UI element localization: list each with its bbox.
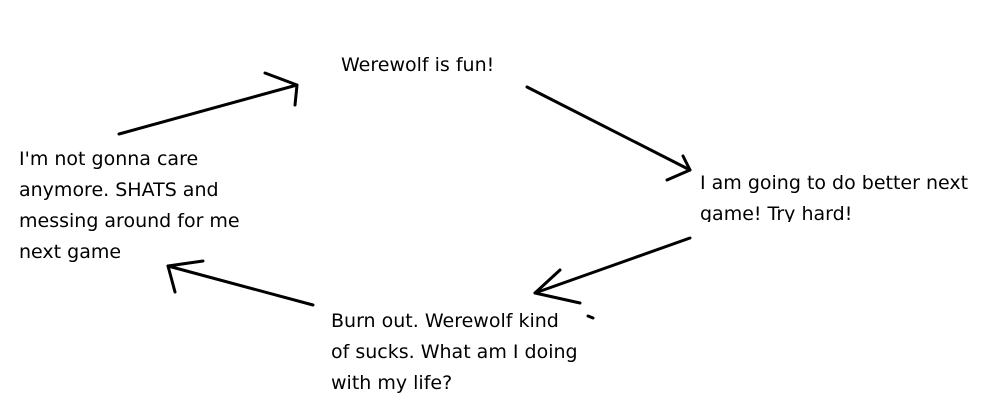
arrowhead-right	[665, 154, 692, 182]
node-text-line: Burn out. Werewolf kind	[331, 310, 559, 332]
node-do-better: I am going to do better next game! Try h…	[700, 168, 968, 222]
node-text-line: game! Try hard!	[700, 203, 853, 222]
node-text-line: I'm not gonna care	[19, 148, 199, 170]
node-text-line: Werewolf is fun!	[341, 54, 495, 76]
arrow-left-to-top	[117, 83, 299, 136]
arrow-right-to-bottom	[533, 236, 692, 295]
node-not-gonna-care: I'm not gonna care anymore. SHATS and me…	[19, 144, 240, 268]
arrowhead-top	[263, 71, 299, 107]
node-text-line: with my life?	[331, 372, 453, 394]
node-text-line: I am going to do better next	[700, 172, 969, 194]
node-burn-out: Burn out. Werewolf kind of sucks. What a…	[331, 306, 578, 399]
stray-mark	[586, 314, 595, 320]
node-text-line: of sucks. What am I doing	[331, 341, 578, 363]
arrowhead-bottom	[533, 268, 582, 305]
node-werewolf-is-fun: Werewolf is fun!	[341, 50, 494, 81]
arrowhead-left	[166, 259, 205, 294]
node-text-line: anymore. SHATS and	[19, 179, 219, 201]
arrow-bottom-to-left	[166, 264, 315, 307]
node-text-line: messing around for me	[19, 210, 240, 232]
arrow-top-to-right	[525, 85, 692, 172]
node-text-line: next game	[19, 241, 122, 263]
